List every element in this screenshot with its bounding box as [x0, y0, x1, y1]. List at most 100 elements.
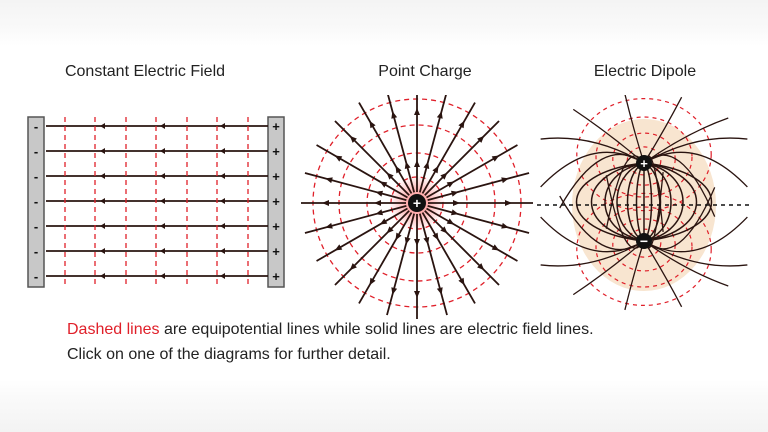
plus-sign: + — [272, 269, 280, 284]
field-arrow — [100, 248, 105, 254]
radial-field-line — [334, 210, 410, 286]
field-arrow — [440, 172, 448, 180]
field-arrow — [386, 172, 394, 180]
field-arrow — [432, 232, 439, 241]
plus-sign: + — [272, 144, 280, 159]
field-arrow — [450, 190, 459, 197]
plus-sign: + — [272, 194, 280, 209]
plate-signs: -+-+-+-+-+-+-+ — [34, 119, 280, 284]
field-arrow — [100, 273, 105, 279]
bottom-blur-band — [0, 380, 768, 432]
field-line — [643, 162, 698, 242]
positive-charge — [636, 155, 652, 171]
constant-field-diagram[interactable]: -+-+-+-+-+-+-+ — [18, 95, 288, 315]
negative-charge — [636, 233, 652, 249]
field-arrow — [160, 223, 165, 229]
radial-field-line — [418, 95, 447, 193]
minus-sign: - — [34, 219, 38, 234]
plus-sign: + — [272, 219, 280, 234]
radial-field-line — [316, 207, 408, 262]
title-electric-dipole: Electric Dipole — [593, 63, 697, 80]
field-arrow — [100, 148, 105, 154]
field-arrow — [160, 198, 165, 204]
field-arrow — [325, 222, 333, 229]
field-arrow — [453, 200, 460, 206]
minus-sign: - — [34, 169, 38, 184]
radial-field-line — [358, 102, 413, 194]
plus-sign: + — [272, 169, 280, 184]
radial-field-line — [424, 120, 500, 196]
field-arrow — [375, 209, 384, 216]
equipotential-lines — [64, 117, 249, 287]
equipotential-curve — [595, 206, 693, 288]
radial-field-line — [426, 144, 518, 199]
field-line — [604, 162, 645, 242]
field-arrow — [100, 173, 105, 179]
equipotential-curve — [595, 116, 693, 198]
point-charge-positive — [408, 194, 426, 212]
field-line — [616, 162, 645, 242]
field-line — [643, 240, 729, 287]
field-line — [643, 162, 713, 242]
field-arrow — [375, 190, 384, 197]
point-charge-diagram[interactable]: + — [300, 95, 540, 325]
point-charge-sign: + — [413, 195, 421, 211]
field-arrow — [160, 148, 165, 154]
field-arrow — [491, 155, 500, 162]
field-arrow — [160, 173, 165, 179]
field-line — [572, 108, 645, 164]
top-blur-band — [0, 0, 768, 46]
radial-field-line — [418, 213, 448, 316]
field-arrow — [501, 177, 509, 184]
field-arrow — [395, 232, 402, 241]
radial-field-line — [334, 120, 410, 196]
field-arrow — [477, 135, 485, 143]
minus-sign: - — [34, 119, 38, 134]
field-arrow — [391, 111, 398, 119]
field-line — [572, 240, 645, 296]
field-arrow — [414, 108, 420, 115]
field-arrow — [505, 200, 512, 206]
field-arrow — [160, 248, 165, 254]
radial-field-line — [304, 204, 407, 234]
minus-sign: - — [34, 244, 38, 259]
field-arrow — [379, 181, 388, 188]
field-arrow — [220, 273, 225, 279]
radial-field-line — [421, 212, 476, 304]
plus-sign: + — [272, 244, 280, 259]
field-arrow — [349, 263, 357, 271]
field-line — [643, 162, 684, 242]
field-arrow — [446, 181, 455, 188]
field-arrow — [404, 161, 411, 170]
field-arrow — [501, 222, 509, 229]
radial-field-line — [387, 95, 416, 193]
electric-dipole-diagram[interactable]: + − — [537, 95, 752, 315]
field-arrow — [325, 177, 333, 184]
minus-sign: - — [34, 269, 38, 284]
field-arrow — [334, 155, 343, 162]
field-line — [540, 216, 645, 253]
field-arrow — [100, 198, 105, 204]
field-line — [643, 137, 748, 164]
radial-field-line — [426, 207, 518, 262]
field-line — [575, 162, 645, 242]
field-arrow — [374, 200, 381, 206]
radial-field-line — [316, 144, 408, 199]
minus-sign: - — [34, 194, 38, 209]
field-arrow — [349, 135, 357, 143]
field-arrow — [450, 209, 459, 216]
field-arrow — [391, 287, 398, 295]
field-arrow — [220, 148, 225, 154]
field-arrow — [414, 239, 420, 246]
field-lines — [46, 123, 268, 279]
field-arrow — [477, 263, 485, 271]
field-arrow — [369, 277, 376, 286]
field-arrow — [414, 160, 420, 167]
negative-charge-sign: − — [640, 233, 648, 249]
field-arrow — [423, 161, 430, 170]
caption-line-1: Dashed lines are equipotential lines whi… — [67, 321, 594, 339]
field-arrow — [432, 165, 439, 174]
field-arrow — [322, 200, 329, 206]
positive-charge-sign: + — [640, 156, 648, 171]
field-lines — [540, 95, 748, 311]
